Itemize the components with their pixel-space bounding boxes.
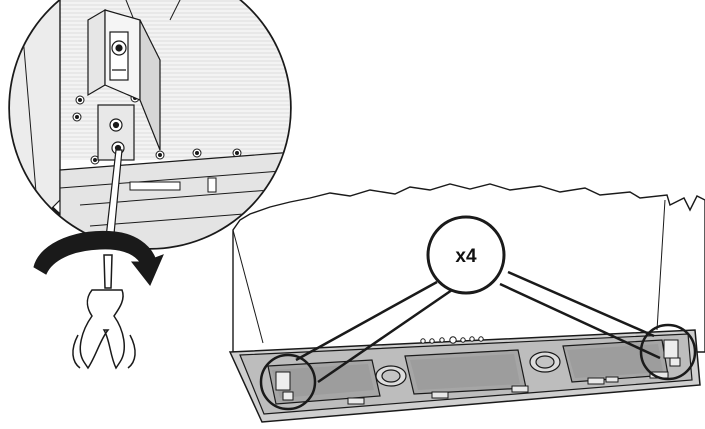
screwdriver-shaft xyxy=(103,149,123,248)
control-buttons-icon xyxy=(420,336,484,344)
corner-bracket-right xyxy=(663,339,681,367)
screwdriver-icon xyxy=(72,254,136,370)
callout-circle-left xyxy=(259,353,317,411)
filter-handles xyxy=(347,371,669,405)
callout-lines xyxy=(295,270,661,384)
callout-circle-right xyxy=(639,323,697,381)
callout-label: x4 xyxy=(455,246,477,267)
callout-bubble: x4 xyxy=(426,215,506,295)
rotation-arrow-icon xyxy=(33,230,164,286)
corner-bracket-left xyxy=(275,371,294,401)
magnified-detail xyxy=(8,0,292,250)
lamps xyxy=(375,351,561,387)
frame-screw-holes xyxy=(72,93,242,165)
